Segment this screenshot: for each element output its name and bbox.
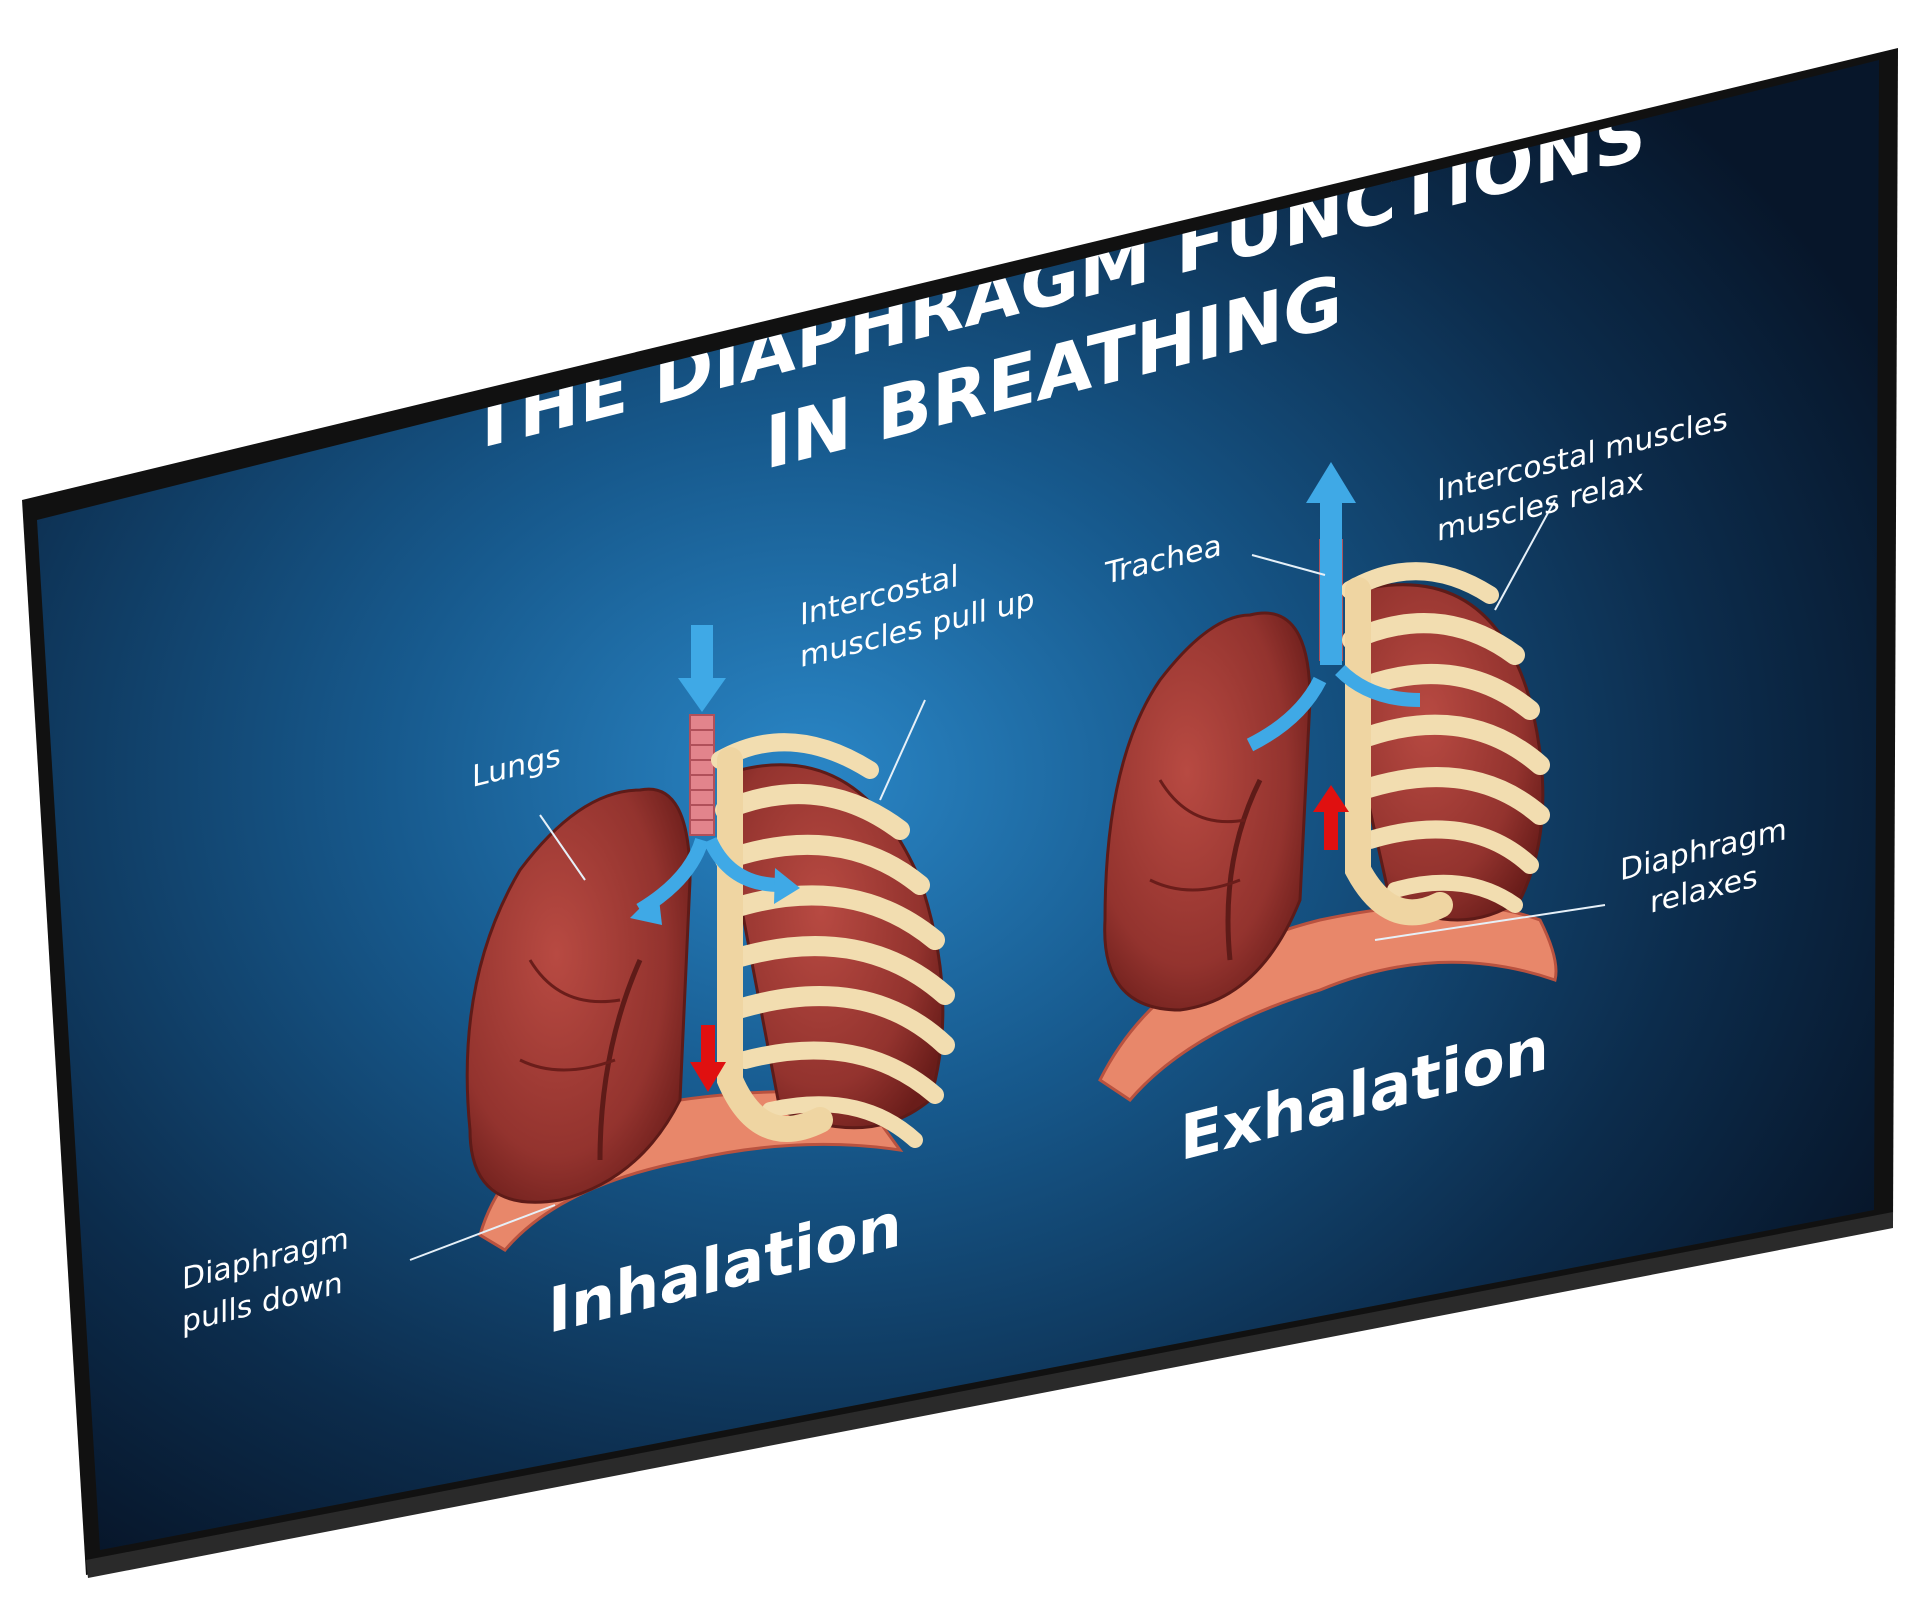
exhalation-diaphragm-arrow [1313, 785, 1349, 850]
inhalation-diaphragm-arrow [690, 1025, 726, 1092]
inhalation-air-arrows [630, 625, 800, 925]
exhalation-rib-cage [1341, 562, 1550, 926]
exhalation-air-arrows [1246, 462, 1421, 752]
inhalation-figure [465, 625, 955, 1252]
inhalation-left-lung [465, 787, 692, 1204]
leader-lines [409, 499, 1606, 1261]
exhalation-figure [1098, 462, 1558, 1102]
inhalation-rib-cage [711, 733, 955, 1148]
tv-bottom-edge [86, 1212, 1893, 1578]
